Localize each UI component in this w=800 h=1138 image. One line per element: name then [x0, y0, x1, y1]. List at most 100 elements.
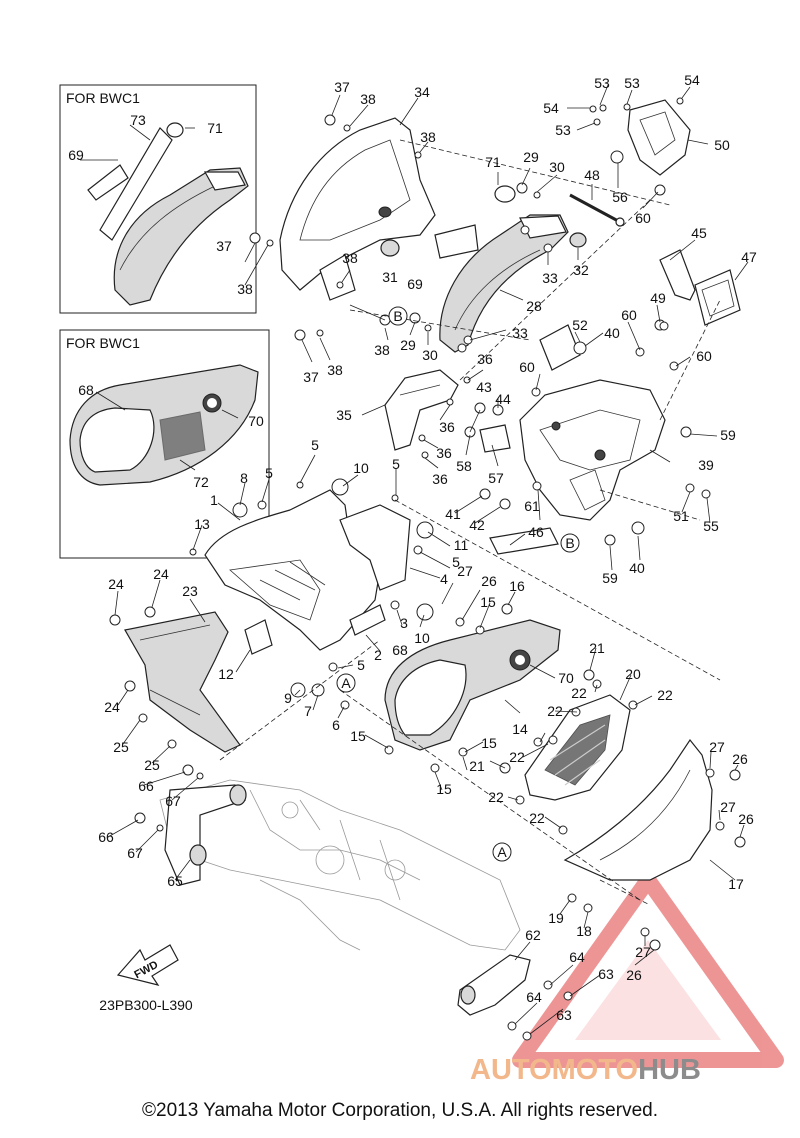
label-53: 53 [555, 122, 571, 138]
part-65-bracket [164, 784, 247, 886]
label-36: 36 [432, 471, 448, 487]
diagram-code: 23PB300-L390 [99, 997, 193, 1013]
part-68-lens [394, 659, 467, 736]
label-63: 63 [556, 1007, 572, 1023]
label-59: 59 [602, 570, 618, 586]
label-22: 22 [529, 810, 545, 826]
label-33: 33 [542, 270, 558, 286]
label-66: 66 [98, 829, 114, 845]
part-48-rod [569, 193, 625, 227]
label-54: 54 [543, 100, 559, 116]
label-22: 22 [657, 687, 673, 703]
label-63: 63 [598, 966, 614, 982]
label-69: 69 [68, 147, 84, 163]
label-27: 27 [709, 739, 725, 755]
label-53: 53 [624, 75, 640, 91]
label-57: 57 [488, 470, 504, 486]
callout-b-upper: B [388, 306, 408, 326]
label-49: 49 [650, 290, 666, 306]
label-38: 38 [374, 342, 390, 358]
label-22: 22 [509, 749, 525, 765]
label-38: 38 [327, 362, 343, 378]
label-56: 56 [612, 189, 628, 205]
label-48: 48 [584, 167, 600, 183]
label-2: 2 [374, 647, 382, 663]
part-28-cover [439, 214, 569, 353]
part-17-cover [563, 738, 713, 881]
label-50: 50 [714, 137, 730, 153]
label-19: 19 [548, 910, 564, 926]
fwd-arrow-icon: FWD [116, 944, 179, 986]
label-21: 21 [469, 758, 485, 774]
label-5: 5 [452, 554, 460, 570]
label-38: 38 [342, 250, 358, 266]
label-71: 71 [207, 120, 223, 136]
label-29: 29 [523, 149, 539, 165]
label-53: 53 [594, 75, 610, 91]
part-46-strap [489, 527, 559, 555]
label-71: 71 [485, 154, 501, 170]
label-70: 70 [558, 670, 574, 686]
label-11: 11 [454, 537, 469, 553]
label-67: 67 [127, 845, 143, 861]
label-51: 51 [673, 508, 689, 524]
label-44: 44 [495, 391, 511, 407]
label-23: 23 [182, 583, 198, 599]
label-15: 15 [480, 594, 496, 610]
callout-b-lower: B [560, 533, 580, 553]
label-5: 5 [265, 465, 273, 481]
label-40: 40 [604, 325, 620, 341]
label-24: 24 [153, 566, 169, 582]
label-5: 5 [311, 437, 319, 453]
label-46: 46 [528, 524, 544, 540]
label-8: 8 [240, 470, 248, 486]
label-12: 12 [218, 666, 234, 682]
inset-box-bottom: FOR BWC1 [59, 329, 270, 559]
label-30: 30 [422, 347, 438, 363]
part-12-sticker [244, 619, 273, 655]
label-40: 40 [629, 560, 645, 576]
label-45: 45 [691, 225, 707, 241]
label-62: 62 [525, 927, 541, 943]
label-34: 34 [414, 84, 430, 100]
part-50-bracket [627, 99, 691, 176]
label-64: 64 [526, 989, 542, 1005]
label-29: 29 [400, 337, 416, 353]
label-36: 36 [477, 351, 493, 367]
label-38: 38 [237, 281, 253, 297]
label-43: 43 [476, 379, 492, 395]
label-4: 4 [440, 571, 448, 587]
part-14-cover [384, 619, 561, 751]
label-60: 60 [519, 359, 535, 375]
label-27: 27 [720, 799, 736, 815]
label-28: 28 [526, 298, 542, 314]
label-7: 7 [304, 703, 312, 719]
label-35: 35 [336, 407, 352, 423]
part-69-sticker [434, 224, 479, 259]
label-32: 32 [573, 262, 589, 278]
label-26: 26 [738, 811, 754, 827]
label-15: 15 [436, 781, 452, 797]
label-30: 30 [549, 159, 565, 175]
label-68: 68 [78, 382, 94, 398]
leader-lines [107, 84, 749, 1035]
part-71-emblem [494, 185, 516, 203]
label-72: 72 [193, 474, 209, 490]
label-47: 47 [741, 249, 757, 265]
label-26: 26 [732, 751, 748, 767]
label-59: 59 [720, 427, 736, 443]
part-32-grommet [569, 232, 587, 248]
label-58: 58 [456, 458, 472, 474]
label-60: 60 [635, 210, 651, 226]
label-52: 52 [572, 317, 588, 333]
label-27: 27 [457, 563, 473, 579]
label-15: 15 [481, 735, 497, 751]
label-26: 26 [626, 967, 642, 983]
label-13: 13 [194, 516, 210, 532]
label-25: 25 [144, 757, 160, 773]
part-23-cover [124, 611, 241, 753]
label-67: 67 [165, 793, 181, 809]
label-37: 37 [334, 79, 350, 95]
label-22: 22 [488, 789, 504, 805]
